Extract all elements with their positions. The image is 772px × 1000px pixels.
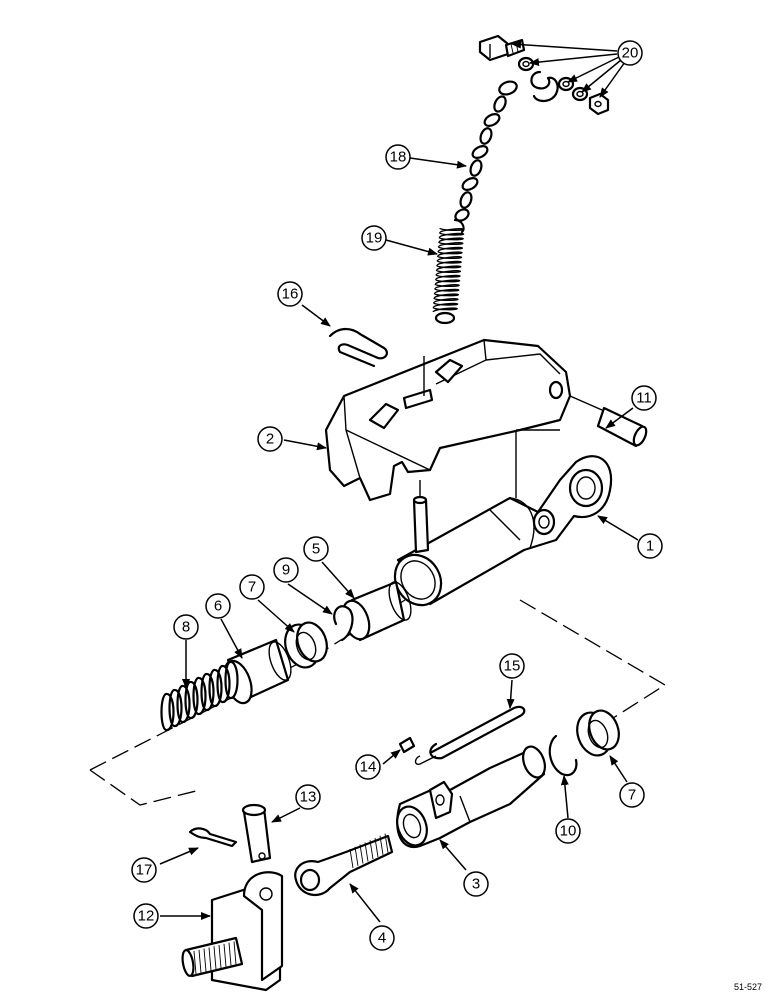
- callout-18[interactable]: 18: [385, 144, 411, 170]
- callout-2[interactable]: 2: [257, 426, 283, 452]
- callout-8-label: 8: [182, 619, 190, 636]
- callout-17[interactable]: 17: [131, 857, 157, 883]
- callout-17-label: 17: [136, 862, 153, 879]
- part-3-housing: [396, 745, 546, 849]
- part-14-pin: [398, 736, 416, 754]
- part-7-ring-lower: [576, 709, 620, 757]
- leader-5: [321, 561, 355, 599]
- callout-12-label: 12: [138, 908, 155, 925]
- callout-6[interactable]: 6: [205, 593, 231, 619]
- leader-9: [287, 583, 333, 615]
- leader-14: [382, 749, 401, 765]
- callout-1-label: 1: [646, 538, 654, 555]
- callout-20[interactable]: 20: [617, 40, 643, 66]
- part-4-rod-end: [294, 833, 394, 897]
- leader-6: [220, 618, 243, 659]
- callout-13[interactable]: 13: [295, 784, 321, 810]
- callout-3-label: 3: [472, 876, 480, 893]
- leader-7a: [257, 599, 295, 633]
- callout-11-label: 11: [636, 390, 652, 407]
- leader-2: [283, 439, 327, 451]
- leader-15: [506, 679, 515, 709]
- leader-16: [301, 304, 331, 327]
- callout-7-lower-label: 7: [628, 787, 636, 804]
- leader-20-nut: [599, 61, 626, 98]
- part-1-cylinder: [393, 429, 613, 607]
- leader-11: [605, 407, 634, 429]
- part-13-pin: [241, 803, 272, 864]
- callout-3[interactable]: 3: [463, 871, 489, 897]
- callout-2-label: 2: [266, 431, 274, 448]
- leader-17: [159, 847, 199, 865]
- callout-4-label: 4: [378, 930, 386, 947]
- leader-arrows: [159, 40, 639, 923]
- part-7-ring-upper: [284, 621, 328, 669]
- part-11-pin: [569, 395, 648, 448]
- part-16-clip: [328, 327, 388, 368]
- callout-11[interactable]: 11: [631, 385, 657, 411]
- part-17-cotter-pin: [188, 827, 238, 848]
- callout-13-label: 13: [300, 789, 317, 806]
- callout-19-label: 19: [366, 230, 383, 247]
- callout-9[interactable]: 9: [273, 557, 299, 583]
- callout-7-upper-label: 7: [248, 579, 256, 596]
- leader-19: [385, 239, 438, 256]
- leader-7b: [609, 755, 628, 783]
- part-15-clip: [414, 705, 526, 766]
- leader-20-washer-b: [567, 56, 620, 83]
- leader-3: [439, 839, 467, 871]
- callout-1[interactable]: 1: [637, 533, 663, 559]
- callout-10-label: 10: [560, 823, 577, 840]
- part-19-spring: [432, 218, 465, 325]
- callout-5-label: 5: [312, 541, 320, 558]
- leader-20-bolt: [511, 40, 618, 52]
- callout-15[interactable]: 15: [499, 653, 525, 679]
- leader-10: [560, 775, 569, 819]
- leader-4: [349, 883, 381, 923]
- part-8-spring: [160, 660, 239, 732]
- part-18-chain: [454, 80, 518, 222]
- leader-20-washer-c: [581, 59, 622, 93]
- callout-18-label: 18: [390, 149, 407, 166]
- callout-14[interactable]: 14: [355, 754, 381, 780]
- leader-13: [271, 807, 301, 823]
- callout-14-label: 14: [360, 759, 377, 776]
- part-9-snap-ring: [333, 605, 354, 642]
- callout-6-label: 6: [214, 598, 222, 615]
- leader-1: [597, 515, 639, 541]
- callout-16[interactable]: 16: [277, 281, 303, 307]
- callout-9-label: 9: [282, 562, 290, 579]
- callout-4[interactable]: 4: [369, 925, 395, 951]
- callout-12[interactable]: 12: [133, 903, 159, 929]
- callout-19[interactable]: 19: [361, 225, 387, 251]
- part-10-snap-ring: [548, 734, 578, 777]
- part-2-bracket: [324, 338, 572, 502]
- part-12-bracket: [181, 871, 284, 992]
- callout-16-label: 16: [282, 286, 299, 303]
- callout-7-upper[interactable]: 7: [239, 574, 265, 600]
- callout-8[interactable]: 8: [173, 614, 199, 640]
- callout-15-label: 15: [504, 658, 521, 675]
- callout-10[interactable]: 10: [555, 818, 581, 844]
- leader-18: [409, 157, 467, 169]
- leader-20-washer: [529, 53, 618, 67]
- callout-20-label: 20: [622, 45, 639, 62]
- figure-code: 51-527: [734, 982, 762, 992]
- callout-7-lower[interactable]: 7: [619, 782, 645, 808]
- callout-5[interactable]: 5: [303, 536, 329, 562]
